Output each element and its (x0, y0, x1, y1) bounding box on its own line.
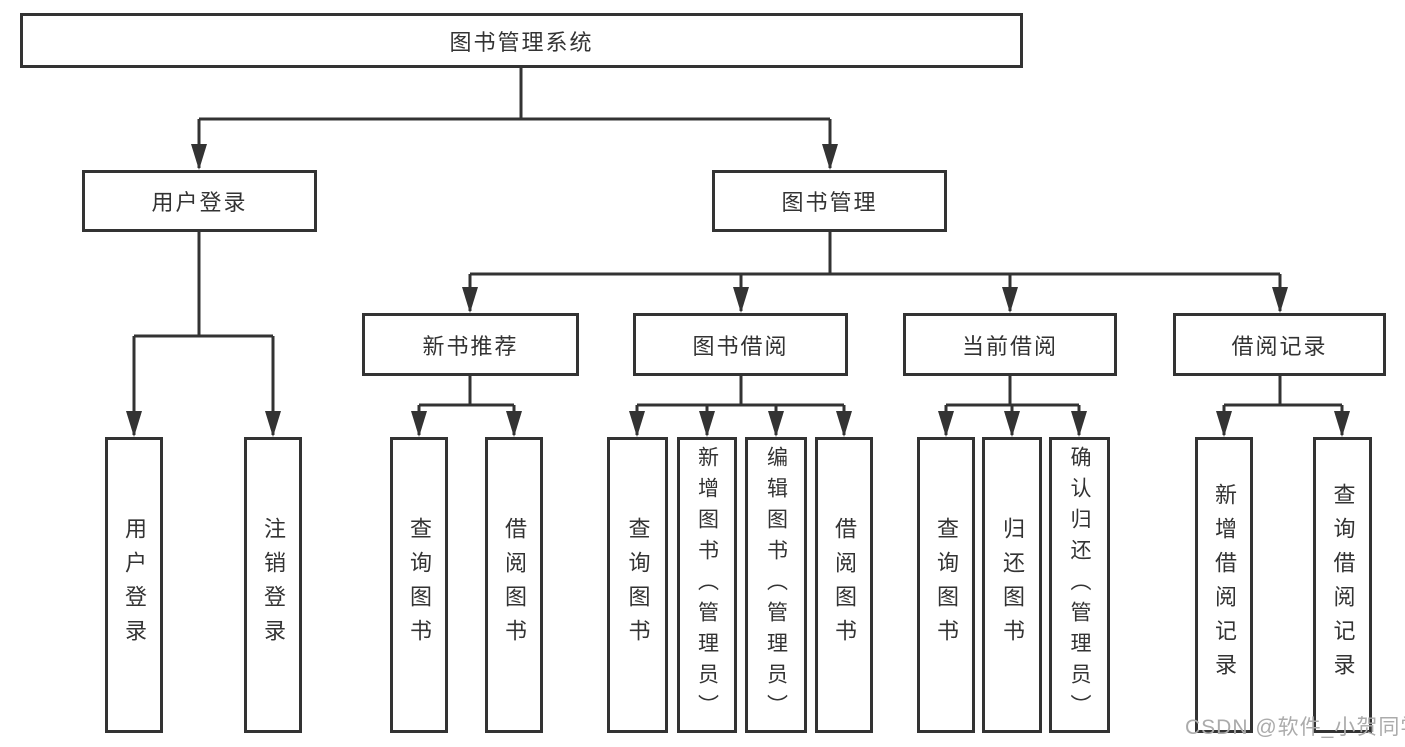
leaf-query-book-1: 查询图书 (390, 437, 448, 733)
leaf-query-borrow-record-label: 查询借阅记录 (1330, 483, 1356, 687)
node-current-borrow: 当前借阅 (903, 313, 1117, 376)
leaf-return-book-label: 归还图书 (1000, 517, 1025, 653)
leaf-query-book-1-label: 查询图书 (407, 517, 432, 653)
node-user-login-label: 用户登录 (151, 190, 248, 215)
leaf-logout-label: 注销登录 (261, 517, 286, 653)
leaf-query-book-2-label: 查询图书 (625, 517, 651, 653)
leaf-add-book-admin-label: 新增图书（管理员） (695, 445, 719, 725)
leaf-edit-book-admin: 编辑图书（管理员） (745, 437, 807, 733)
csdn-watermark: CSDN @软件_小贺同学 (1185, 716, 1405, 739)
leaf-edit-book-admin-label: 编辑图书（管理员） (764, 445, 788, 725)
node-book-borrow: 图书借阅 (633, 313, 848, 376)
leaf-borrow-book-2: 借阅图书 (815, 437, 873, 733)
node-new-book-recommend: 新书推荐 (362, 313, 579, 376)
leaf-borrow-book-1: 借阅图书 (485, 437, 543, 733)
leaf-add-book-admin: 新增图书（管理员） (677, 437, 737, 733)
leaf-confirm-return-admin: 确认归还（管理员） (1049, 437, 1110, 733)
leaf-query-book-2: 查询图书 (607, 437, 668, 733)
node-current-borrow-label: 当前借阅 (961, 333, 1058, 359)
leaf-add-borrow-record: 新增借阅记录 (1195, 437, 1253, 733)
node-new-book-recommend-label: 新书推荐 (422, 333, 519, 359)
leaf-query-book-3-label: 查询图书 (934, 517, 959, 653)
node-borrow-record: 借阅记录 (1173, 313, 1386, 376)
node-borrow-record-label: 借阅记录 (1231, 333, 1328, 359)
leaf-borrow-book-2-label: 借阅图书 (832, 517, 857, 653)
leaf-user-login-label: 用户登录 (122, 517, 147, 653)
node-book-borrow-label: 图书借阅 (692, 333, 789, 359)
leaf-query-book-3: 查询图书 (917, 437, 975, 733)
leaf-add-borrow-record-label: 新增借阅记录 (1212, 483, 1237, 687)
node-user-login: 用户登录 (82, 170, 317, 232)
leaf-logout: 注销登录 (244, 437, 302, 733)
node-book-management: 图书管理 (712, 170, 947, 232)
node-root-system: 图书管理系统 (20, 13, 1023, 68)
leaf-user-login: 用户登录 (105, 437, 163, 733)
leaf-return-book: 归还图书 (982, 437, 1042, 733)
node-book-management-label: 图书管理 (781, 190, 878, 215)
leaf-borrow-book-1-label: 借阅图书 (502, 517, 527, 653)
leaf-confirm-return-admin-label: 确认归还（管理员） (1068, 445, 1091, 725)
leaf-query-borrow-record: 查询借阅记录 (1313, 437, 1372, 733)
node-root-system-label: 图书管理系统 (449, 29, 594, 55)
